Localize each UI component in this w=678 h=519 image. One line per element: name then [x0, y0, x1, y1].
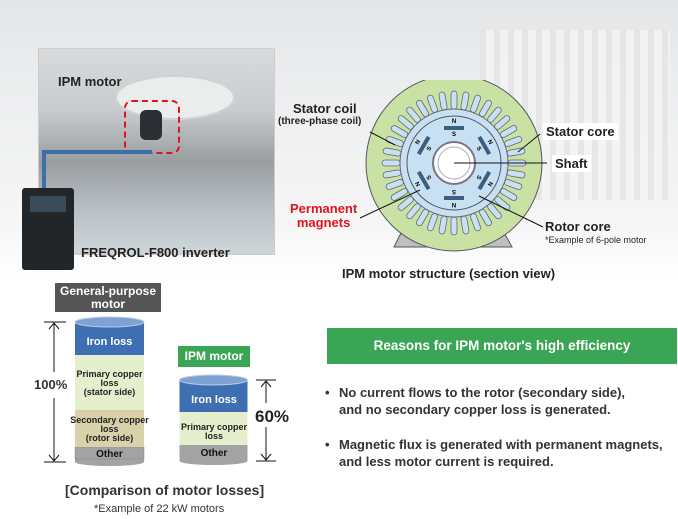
magnet: NS: [444, 119, 464, 138]
stator-slot: [450, 90, 458, 110]
pole-label: S: [452, 132, 456, 138]
inverter-label: FREQROL-F800 inverter: [81, 245, 230, 260]
general-percent: 100%: [34, 377, 68, 392]
ipm-percent: 60%: [255, 407, 290, 426]
stator-slot: [460, 91, 470, 111]
ipm-motor-title: IPM motor: [178, 346, 250, 367]
inverter-image: [22, 188, 74, 270]
general-motor-title: General-purpose motor: [55, 283, 161, 312]
stator-slot: [427, 213, 438, 232]
pole-label: N: [415, 139, 422, 146]
stator-slot: [487, 106, 502, 123]
pole-label: N: [486, 180, 493, 187]
stator-slot: [382, 169, 402, 179]
ipm-primary-segment: [179, 412, 248, 445]
stator-slot: [479, 99, 492, 118]
stator-slot: [438, 91, 448, 111]
magnet: NS: [444, 188, 464, 207]
stator-slot: [406, 106, 421, 123]
pole-label: N: [415, 180, 422, 187]
stator-slot: [416, 99, 429, 118]
structure-caption: IPM motor structure (section view): [342, 266, 556, 281]
six-pole-note: *Example of 6-pole motor: [545, 235, 647, 245]
comparison-note: *Example of 22 kW motors: [94, 503, 225, 515]
stator-slot: [504, 179, 523, 190]
general-iron-label: Iron loss: [86, 336, 133, 348]
pole-label: S: [426, 146, 433, 152]
stator-slot: [381, 159, 401, 167]
pole-label: S: [426, 174, 433, 180]
general-secondary-segment: [75, 410, 144, 447]
rotor-core-label: Rotor core: [545, 219, 611, 234]
comparison-caption: [Comparison of motor losses]: [65, 482, 265, 498]
shaft-label: Shaft: [552, 155, 591, 172]
stator-slot: [494, 115, 511, 130]
ipm-iron-label: Iron loss: [191, 394, 237, 406]
ipm-motor-image: [140, 110, 162, 140]
reason-bullet: Magnetic flux is generated with permanen…: [325, 436, 675, 470]
stator-slot: [470, 94, 481, 113]
stator-slot: [385, 179, 404, 190]
stator-slot: [506, 169, 526, 179]
stator-slot: [487, 203, 502, 220]
stator-core-label: Stator core: [543, 123, 618, 140]
loss-cylinders: [44, 316, 276, 466]
pole-label: S: [475, 174, 482, 180]
permanent-magnets-label: Permanent magnets: [290, 201, 358, 230]
cable: [42, 150, 152, 190]
stator-slot: [397, 115, 414, 130]
stator-slot: [470, 213, 481, 232]
stator-slot: [479, 208, 492, 227]
stator-slot: [397, 196, 414, 211]
reason-bullet: No current flows to the rotor (secondary…: [325, 384, 675, 418]
ipm-motor-highlight: [124, 100, 180, 154]
stator-slot: [438, 215, 448, 235]
pole-label: N: [452, 119, 456, 125]
stator-slot: [460, 215, 470, 235]
magnet: NS: [415, 135, 433, 156]
ipm-motor-label: IPM motor: [58, 74, 122, 89]
magnet: NS: [415, 170, 433, 191]
stator-slot: [504, 136, 523, 147]
stator-slot: [390, 188, 409, 201]
stator-slot: [382, 147, 402, 157]
pole-label: N: [452, 201, 456, 207]
stator-slot: [416, 208, 429, 227]
stator-slot: [427, 94, 438, 113]
general-other-label: Other: [96, 449, 123, 460]
stator-slot: [390, 125, 409, 138]
stator-coil-sublabel: (three-phase coil): [278, 116, 362, 127]
ipm-other-label: Other: [200, 448, 228, 459]
ipm-other-segment: [179, 445, 248, 461]
stator-slot: [499, 188, 518, 201]
motor-fan-cover: [115, 75, 235, 120]
stator-slot: [450, 216, 458, 236]
pole-label: S: [452, 188, 456, 194]
pole-label: S: [475, 146, 482, 152]
general-primary-segment: [75, 355, 144, 410]
stator-slot: [499, 125, 518, 138]
pole-label: N: [486, 139, 493, 146]
magnet: NS: [475, 170, 493, 191]
reasons-title: Reasons for IPM motor's high efficiency: [327, 328, 677, 364]
stator-coil-label: Stator coil: [293, 101, 357, 116]
magnet: NS: [475, 135, 493, 156]
stator-slot: [406, 203, 421, 220]
